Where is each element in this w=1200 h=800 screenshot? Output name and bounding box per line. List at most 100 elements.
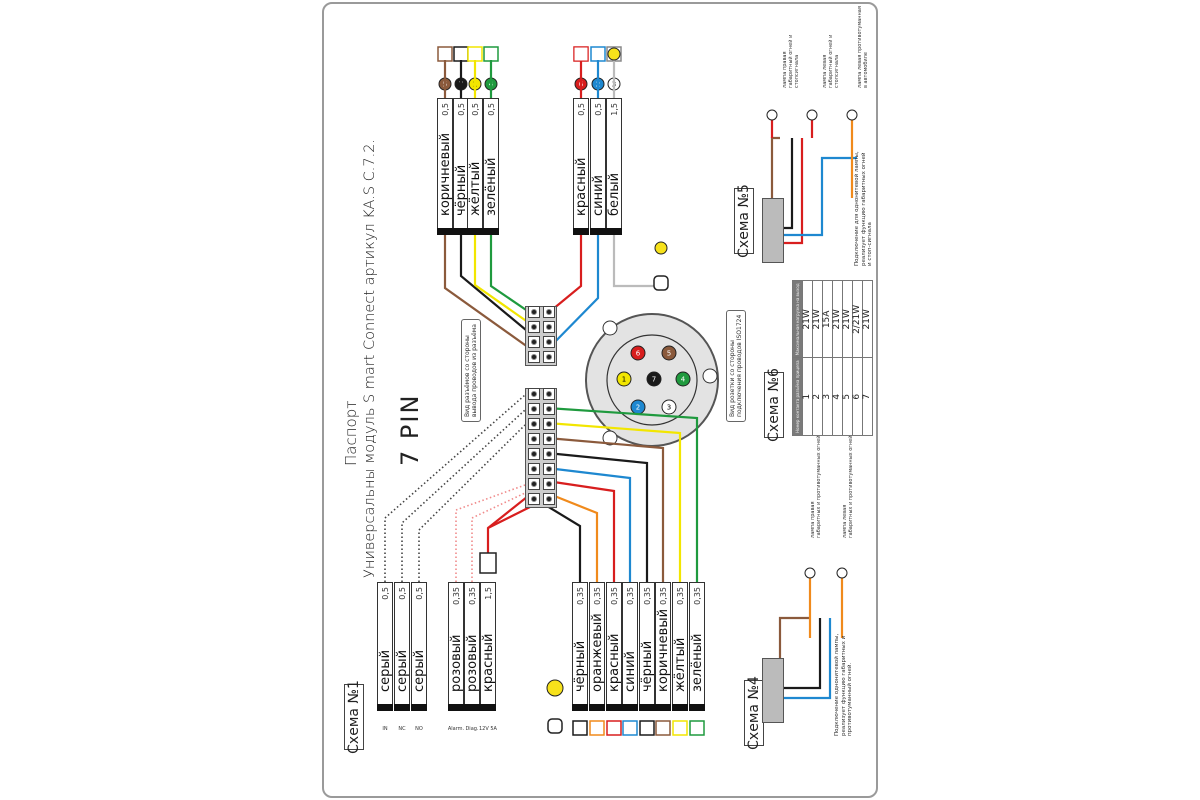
wire-brown <box>443 235 533 351</box>
scheme4-note: Подключение однонитевой лампы, реализует… <box>834 633 853 736</box>
table-cell: 6 <box>852 357 863 436</box>
wire-cross-section: 0,5 <box>486 103 496 116</box>
wire-color-name: красный <box>606 633 622 692</box>
wire-terminal <box>393 704 410 712</box>
table-cell: 21W <box>802 280 813 358</box>
connector-pin <box>543 321 555 334</box>
wire-color-name: синий <box>590 175 606 216</box>
function-icon <box>639 720 655 736</box>
wire-color-name: красный <box>573 157 589 216</box>
wire-terminal <box>482 228 499 236</box>
wire-label-bar: зелёный 0,35 <box>688 582 705 712</box>
connector-pin <box>543 351 555 364</box>
wire-terminal <box>621 704 638 712</box>
ground-terminal-icon <box>547 718 563 734</box>
wire-terminal <box>463 704 480 712</box>
table-cell: 21W <box>862 280 873 358</box>
connector-pin <box>528 403 540 416</box>
wire-terminal <box>588 704 605 712</box>
wire-color-name: белый <box>606 172 622 216</box>
wire-terminal <box>376 704 393 712</box>
wire-color-name: зелёный <box>483 157 499 216</box>
wire-cross-section: 0,5 <box>397 587 407 600</box>
socket-view-note: Вид розетки со стороны подключения прово… <box>726 309 746 422</box>
function-icon <box>467 46 483 62</box>
wire-terminal <box>572 228 589 236</box>
wire-color-name: жёлтый <box>467 161 483 216</box>
wire-label-bar: жёлтый 0,35 <box>671 582 688 712</box>
wire-cross-section: 0,35 <box>451 587 461 605</box>
lamp-icon <box>766 109 778 121</box>
lamp-icon <box>836 567 848 579</box>
wire-cross-section: 0,35 <box>692 587 702 605</box>
wire-color-name: зелёный <box>689 633 705 692</box>
wire-1 <box>546 491 599 582</box>
socket-pin-number: 5 <box>667 350 671 358</box>
wire-cross-section: 0,5 <box>576 103 586 116</box>
socket-pin <box>661 345 677 361</box>
function-icon <box>483 46 499 62</box>
socket-notch <box>602 430 618 446</box>
connector-pin <box>528 418 540 431</box>
wire-terminal <box>638 704 655 712</box>
connector-pin <box>528 336 540 349</box>
function-icon <box>453 46 469 62</box>
scheme5-label: Схема №5 <box>734 184 754 258</box>
wire-cross-section: 0,35 <box>625 587 635 605</box>
scheme6-label: Схема №6 <box>764 368 784 442</box>
socket-pin <box>630 345 646 361</box>
connector-pin <box>528 433 540 446</box>
s5-blue <box>772 156 857 237</box>
wire-7 <box>546 406 699 582</box>
wire-grey-dotted <box>384 394 526 582</box>
ground-terminal-icon <box>653 275 669 291</box>
socket-pin-number: 2 <box>636 404 640 412</box>
wire-cross-section: 0,5 <box>440 103 450 116</box>
wire-label-bar: оранжевый 0,35 <box>588 582 605 712</box>
wire-terminal <box>605 704 622 712</box>
connector-pin <box>543 478 555 491</box>
page-title: Универсальны модуль S mart Connect артик… <box>362 138 378 578</box>
wire-5 <box>546 436 665 582</box>
wire-terminal <box>671 704 688 712</box>
wire-terminal <box>589 228 606 236</box>
wire-color-name: жёлтый <box>672 637 688 692</box>
fuse-icon <box>479 552 497 574</box>
wire-cross-section: 1,5 <box>609 103 619 116</box>
connector-pin <box>543 403 555 416</box>
wire-terminal <box>436 228 453 236</box>
socket-pin-number: 4 <box>681 376 686 384</box>
socket-pin-number: 1 <box>622 376 626 384</box>
connector-view-note: Вид разъёмов со стороны вывода проводов … <box>461 319 481 422</box>
table-cell: 15A <box>822 280 833 358</box>
table-cell: 21W <box>812 280 823 358</box>
connector-pin <box>543 388 555 401</box>
socket-pin-number: 7 <box>652 376 656 384</box>
wire-color-name: красный <box>480 633 496 692</box>
table-header: Номер контакта разъёма прицепа <box>792 357 803 436</box>
wire-terminal <box>447 704 464 712</box>
wire-cross-section: 0,5 <box>380 587 390 600</box>
scheme4-lamp-desc: лампа правая габаритных и противотуманны… <box>810 435 822 538</box>
wire-cross-section: 0,35 <box>467 587 477 605</box>
table-cell: 21W <box>832 280 843 358</box>
lamp-icon <box>804 567 816 579</box>
socket-pin <box>646 371 662 387</box>
wire-cross-section: 0,35 <box>675 587 685 605</box>
wire-cross-section: 0,35 <box>592 587 602 605</box>
connector-pin <box>528 478 540 491</box>
wire-color-name: оранжевый <box>589 613 605 692</box>
scheme5-lamp-desc: лампа левая противотуманная в автомобиле <box>857 6 869 88</box>
wire-terminal-tag: 12V 5A <box>479 726 498 732</box>
